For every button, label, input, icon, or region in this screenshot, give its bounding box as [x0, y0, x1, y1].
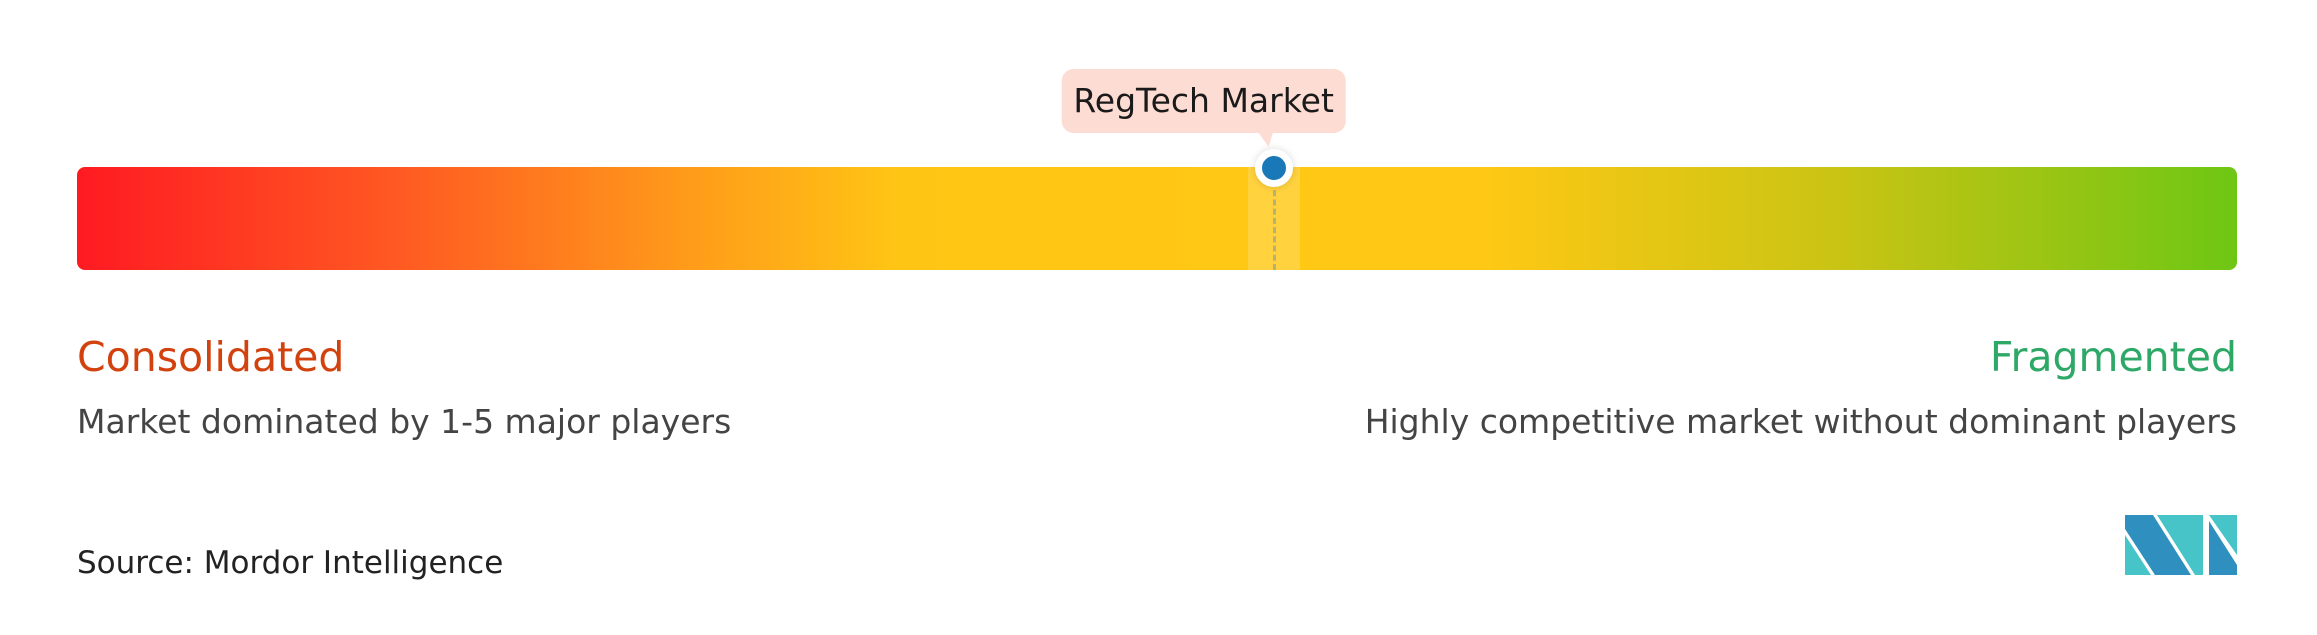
consolidated-title: Consolidated — [77, 333, 345, 381]
marker-dashed-line — [1272, 181, 1276, 270]
concentration-gradient-bar — [77, 167, 2237, 270]
mordor-intelligence-logo-icon — [2125, 515, 2237, 575]
market-label: RegTech Market — [1061, 69, 1346, 147]
market-position-marker — [1254, 149, 1293, 187]
consolidated-description: Market dominated by 1-5 major players — [77, 402, 732, 441]
fragmented-title: Fragmented — [1989, 333, 2237, 381]
fragmented-description: Highly competitive market without domina… — [1364, 402, 2237, 441]
source-text: Source: Mordor Intelligence — [77, 545, 504, 581]
